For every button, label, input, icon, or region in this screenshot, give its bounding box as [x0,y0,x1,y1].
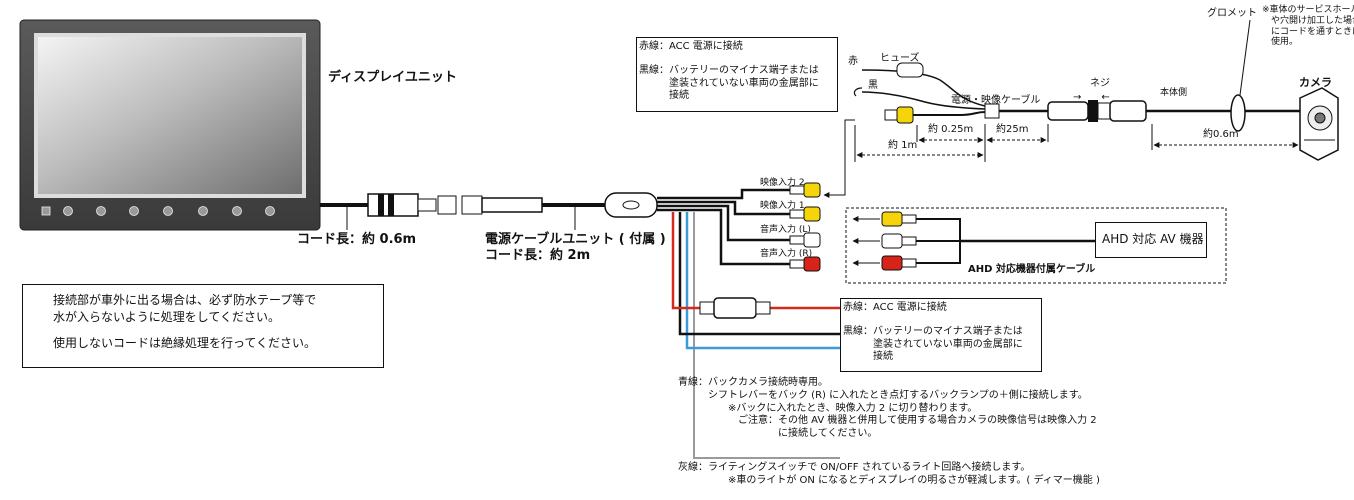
dimension-25m: 約25m [996,124,1029,135]
display-unit [19,19,321,231]
label-body-side: 本体側 [1160,88,1188,98]
power-branch-wires [671,212,840,459]
mid-note-red: 赤線：ACC 電源に接続 [843,302,947,313]
label-screw-arrows: → ← [1073,92,1110,103]
label-black-wire: 黒 [868,80,878,91]
top-note-red: 赤線：ACC 電源に接続 [639,41,743,52]
input-label-video1: 映像入力 1 [760,201,805,211]
dimension-lines [854,19,1301,162]
dimension-1m: 約 1m [888,140,918,151]
display-cord-length: コード長：約 0.6m [297,232,417,247]
label-camera: カメラ [1299,76,1332,89]
input-label-audio-l: 音声入力 (L) [760,225,811,235]
grommet-note: ※車体のサービスホール や穴開け加工した場合 にコードを通すときに 使用。 [1262,5,1354,48]
notices-box: 接続部が車外に出る場合は、必ず防水テープ等で 水が入らないように処理をしてくださ… [22,284,384,368]
notice-waterproof: 接続部が車外に出る場合は、必ず防水テープ等で 水が入らないように処理をしてくださ… [53,293,317,325]
label-fuse: ヒューズ [880,53,920,64]
display-cord [320,193,605,230]
dimension-025m: 約 0.25m [928,124,974,135]
inline-fuse-holder [699,297,771,319]
rca-input-wires [657,188,790,266]
power-unit-body [604,192,658,218]
blue-wire-note: 青線：バックカメラ接続時専用。 シフトレバーをバック (R) に入れたとき点灯す… [678,377,1097,440]
display-unit-label: ディスプレイユニット [328,70,457,85]
label-grommet: グロメット [1207,8,1257,19]
gray-wire-note: 灰線：ライティングスイッチで ON/OFF されているライト回路へ接続します。 … [678,462,1100,486]
rca-jack-video2 [789,182,821,198]
top-note-black: 黒線：バッテリーのマイナス端子または 塗装されていない車両の金属部に 接続 [639,65,819,101]
ahd-region [845,207,1227,284]
power-unit-cord-length: コード長：約 2m [485,248,591,263]
camera-cable [853,62,1300,132]
ahd-device-label: AHD 対応 AV 機器 [1102,232,1204,246]
label-power-video-cable: 電源・映像ケーブル [951,95,1041,106]
rca-jack-audio-r [789,256,821,272]
dimension-06m: 約0.6m [1203,129,1239,140]
camera-unit [1299,87,1339,161]
video2-arrow [823,119,855,198]
input-label-video2: 映像入力 2 [760,178,805,188]
power-unit-label: 電源ケーブルユニット ( 付属 ) [485,232,666,247]
notice-insulate: 使用しないコードは絶縁処理を行ってください。 [53,336,317,350]
mid-note-black: 黒線：バッテリーのマイナス端子または 塗装されていない車両の金属部に 接続 [843,326,1023,362]
rca-jack-audio-l [789,232,821,248]
label-red-wire: 赤 [848,56,858,67]
input-label-audio-r: 音声入力 (R) [760,249,813,259]
label-screw: ネジ [1090,78,1110,89]
ahd-device-box: AHD 対応 AV 機器 [1095,222,1207,258]
mid-note-box: 赤線：ACC 電源に接続 黒線：バッテリーのマイナス端子または 塗装されていない… [840,298,1042,372]
rca-jack-video1 [789,206,821,222]
top-note-box: 赤線：ACC 電源に接続 黒線：バッテリーのマイナス端子または 塗装されていない… [636,37,838,112]
ahd-cable-label: AHD 対応機器付属ケーブル [968,264,1096,275]
